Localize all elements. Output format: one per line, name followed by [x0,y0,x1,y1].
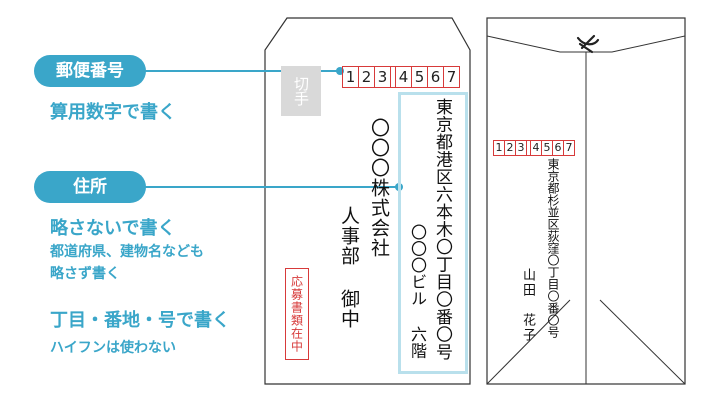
front-postal-code: 1 2 3 4 5 6 7 [342,66,460,88]
postal-code-tag: 郵便番号 [34,55,146,87]
back-postal-code: 1 2 3 4 5 6 7 [493,140,575,156]
front-address-line-2: 〇〇〇ビル 六階 [408,224,427,359]
postal-digit: 1 [343,67,359,87]
address-note-5: ハイフンは使わない [50,340,176,356]
seal-mark-icon [576,34,600,54]
postal-code-note: 算用数字で書く [50,102,176,123]
postal-digit: 2 [505,141,516,155]
sender-name: 山田 花子 [520,268,535,343]
postal-digit: 3 [375,67,391,87]
postal-gap [527,141,531,155]
postal-digit: 4 [531,141,542,155]
postal-digit: 4 [396,67,412,87]
postal-digit: 7 [565,141,573,154]
sender-address: 東京都杉並区荻窪〇丁目〇番〇号 [546,158,560,338]
stamp-placeholder: 切手 [281,66,321,116]
postal-digit: 3 [516,141,527,155]
address-note-3: 略さず書く [50,266,120,282]
postal-digit: 5 [412,67,428,87]
postal-connector-dot [336,67,344,75]
address-note-4: 丁目・番地・号で書く [50,310,230,331]
postal-gap [391,67,396,87]
back-bottom-left [486,299,571,385]
recipient-company: 〇〇〇株式会社 [368,118,390,258]
address-tag: 住所 [34,171,146,203]
front-address-line-1: 東京都港区六本木〇丁目〇番〇号 [432,98,452,361]
back-bottom-right [599,299,686,385]
address-note-1: 略さないで書く [50,218,176,239]
postal-digit: 2 [359,67,375,87]
postal-digit: 1 [494,141,505,155]
postal-digit: 5 [542,141,553,155]
recipient-department: 人事部 御中 [338,206,360,329]
address-connector [140,186,398,188]
postal-digit: 7 [446,68,457,86]
application-documents-stamp: 応募書類在中 [285,268,309,360]
postal-connector [140,70,340,72]
back-flap-right [586,18,686,53]
address-highlight-box [398,92,468,374]
postal-digit: 6 [428,67,444,87]
address-note-2: 都道府県、建物名なども [50,244,204,260]
stamp-text: 切手 [292,76,310,106]
postal-digit: 6 [553,141,564,155]
back-flap-left [486,18,586,53]
